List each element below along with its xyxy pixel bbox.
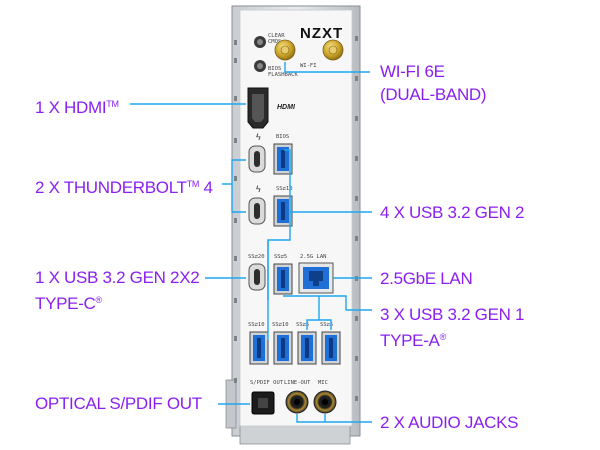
callout-usb-gen1-line1: 3 X USB 3.2 GEN 1 bbox=[380, 305, 525, 324]
wifi-antenna-right bbox=[322, 39, 344, 61]
thunderbolt-icon-2: ϟ bbox=[256, 184, 261, 194]
thunderbolt-port-2 bbox=[248, 197, 266, 225]
lan-label: 2.5G LAN bbox=[300, 254, 327, 260]
wifi-label: WI-FI bbox=[300, 63, 317, 69]
bios-flashback-label-2: FLASHBACK bbox=[268, 72, 298, 78]
usb-gen1-label-1: SS⇄5 bbox=[274, 254, 287, 260]
usb-c-label: SS⇄20 bbox=[248, 254, 265, 260]
callout-wifi: WI-FI 6E (DUAL-BAND) bbox=[380, 60, 487, 106]
callout-usb-c-2x2: 1 X USB 3.2 GEN 2X2 TYPE-C® bbox=[35, 268, 200, 313]
callout-lan: 2.5GbE LAN bbox=[380, 269, 473, 288]
usb-row-label-3: SS⇄5 bbox=[296, 322, 309, 328]
usb-gen2-port-4 bbox=[273, 331, 293, 365]
callout-optical: OPTICAL S/PDIF OUT bbox=[35, 394, 202, 413]
mic-jack bbox=[313, 390, 337, 414]
usb-gen1-port-3 bbox=[321, 331, 341, 365]
clear-cmos-button bbox=[254, 36, 266, 48]
bios-flashback-label-1: BIOS bbox=[268, 66, 281, 72]
leader-wifi bbox=[284, 62, 370, 73]
hdmi-port bbox=[247, 87, 269, 129]
callout-usb-gen1: 3 X USB 3.2 GEN 1 TYPE-A® bbox=[380, 305, 525, 350]
clear-cmos-label-2: CMOS bbox=[268, 39, 281, 45]
hdmi-label: HDMI bbox=[277, 104, 296, 111]
callout-usb-c-line1: 1 X USB 3.2 GEN 2X2 bbox=[35, 268, 200, 287]
callout-hdmi: 1 X HDMITM bbox=[35, 98, 119, 117]
usb-row-label-4: SS⇄5 bbox=[320, 322, 333, 328]
line-out-jack bbox=[285, 390, 309, 414]
callout-thunderbolt: 2 X THUNDERBOLTTM 4 bbox=[35, 178, 213, 197]
usb-row-label-1: SS⇄10 bbox=[248, 322, 265, 328]
usb-row-label-2: SS⇄10 bbox=[272, 322, 289, 328]
usb-gen2-label: SS⇄10 bbox=[276, 186, 293, 192]
usb-c-2x2-port bbox=[248, 263, 266, 291]
thunderbolt-port-1 bbox=[248, 145, 266, 173]
wifi-antenna-left bbox=[274, 39, 296, 61]
usb-gen2-port-3 bbox=[249, 331, 269, 365]
usb-gen1-port-2 bbox=[297, 331, 317, 365]
callout-wifi-line1: WI-FI 6E bbox=[380, 62, 445, 81]
mic-label: MIC bbox=[318, 380, 328, 386]
leader-usb-gen1 bbox=[283, 295, 372, 311]
leader-thunderbolt bbox=[222, 159, 246, 185]
usb-gen2-port-1 bbox=[273, 143, 293, 175]
spdif-port bbox=[251, 391, 275, 415]
leader-audio bbox=[296, 414, 372, 423]
usb-gen1-port-1 bbox=[273, 263, 293, 295]
leader-thunderbolt-2 bbox=[231, 184, 246, 213]
spdif-label: S/PDIF OUT bbox=[250, 380, 284, 386]
lan-port bbox=[298, 262, 334, 294]
leader-lines bbox=[130, 62, 372, 423]
clear-cmos-label-1: CLEAR bbox=[268, 33, 285, 39]
leader-usb-gen2-top bbox=[284, 149, 372, 213]
nzxt-logo: NZXT bbox=[300, 25, 343, 42]
callout-audio: 2 X AUDIO JACKS bbox=[380, 413, 519, 432]
callout-usb-gen2: 4 X USB 3.2 GEN 2 bbox=[380, 203, 525, 222]
callout-wifi-line2: (DUAL-BAND) bbox=[380, 85, 487, 104]
bios-flashback-button bbox=[254, 60, 266, 72]
frame-vents-left bbox=[234, 40, 237, 383]
bios-port-label: BIOS bbox=[276, 134, 289, 140]
lineout-label: LINE-OUT bbox=[284, 380, 311, 386]
thunderbolt-icon: ϟ bbox=[256, 132, 261, 142]
usb-gen2-port-2 bbox=[273, 195, 293, 227]
